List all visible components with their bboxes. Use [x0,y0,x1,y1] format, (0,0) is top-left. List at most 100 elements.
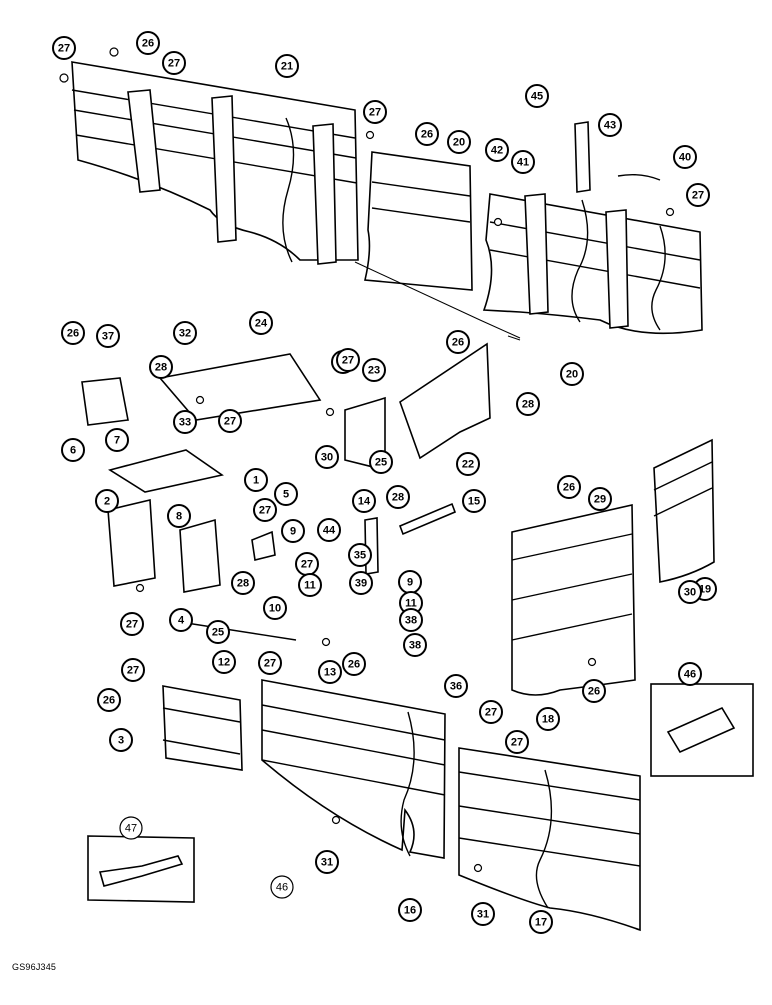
callout-28: 28 [231,571,255,595]
callout-label: 23 [368,365,380,377]
callout-label: 20 [453,137,465,149]
callout-27: 27 [121,658,145,682]
callout-6: 6 [61,438,85,462]
callout-label: 20 [566,369,578,381]
callout-12: 12 [212,650,236,674]
callout-label: 37 [102,331,114,343]
callout-31: 31 [315,850,339,874]
callout-label: 17 [535,917,547,929]
fasteners [59,47,675,873]
callout-1: 1 [244,468,268,492]
callout-20: 20 [560,362,584,386]
callout-label: 30 [684,587,696,599]
callout-label: 27 [127,665,139,677]
callout-28: 28 [516,392,540,416]
callout-label: 26 [588,686,600,698]
lower-assembly [87,679,641,932]
callout-label: 27 [511,737,523,749]
callout-label: 33 [179,417,191,429]
callout-27: 27 [162,51,186,75]
callout-31: 31 [471,902,495,926]
callout-label: 14 [358,496,371,508]
callout-label: 26 [452,337,464,349]
callout-38: 38 [399,608,423,632]
callout-44: 44 [317,518,341,542]
callout-label: 32 [179,328,191,340]
callout-23: 23 [362,358,386,382]
top-panel-assembly [71,61,703,341]
callout-8: 8 [167,504,191,528]
callout-label: 27 [58,43,70,55]
callout-label: 16 [404,905,416,917]
callout-38: 38 [403,633,427,657]
callout-label: 30 [321,452,333,464]
callout-33: 33 [173,410,197,434]
callout-37: 37 [96,324,120,348]
callout-9: 9 [281,519,305,543]
callout-label: 21 [281,61,293,73]
callout-9: 9 [398,570,422,594]
callout-11: 11 [298,573,322,597]
callout-40: 40 [673,145,697,169]
callout-26: 26 [582,679,606,703]
callout-label: 35 [354,550,366,562]
callout-14: 14 [352,489,376,513]
callout-label: 24 [255,318,268,330]
callout-label: 6 [70,445,76,457]
callout-26: 26 [136,31,160,55]
callout-label: 27 [168,58,180,70]
callout-43: 43 [598,113,622,137]
callout-26: 26 [342,652,366,676]
callout-26: 26 [557,475,581,499]
callout-label: 42 [491,145,503,157]
callout-label: 1 [253,475,259,487]
callout-label: 9 [290,526,296,538]
callout-label: 45 [531,91,543,103]
callout-25: 25 [206,620,230,644]
callout-46: 46 [678,662,702,686]
callout-label: 27 [301,559,313,571]
callout-label: 41 [517,157,529,169]
callout-27: 27 [686,183,710,207]
callout-label: 12 [218,657,230,669]
callout-label: 7 [114,435,120,447]
callout-4: 4 [169,608,193,632]
callout-label: 8 [176,511,182,523]
callout-15: 15 [462,489,486,513]
callout-label: 44 [323,525,336,537]
callout-label: 5 [283,489,289,501]
callout-label: 36 [450,681,462,693]
callout-32: 32 [173,321,197,345]
callout-label: 31 [477,909,489,921]
callout-label: 43 [604,120,616,132]
callout-27: 27 [120,612,144,636]
callout-label: 10 [269,603,281,615]
callout-26: 26 [446,330,470,354]
callout-label: 27 [369,107,381,119]
callout-24: 24 [249,311,273,335]
callout-30: 30 [315,445,339,469]
callout-label: 28 [392,492,404,504]
middle-assembly [81,342,754,777]
callout-26: 26 [415,122,439,146]
callout-label: 27 [126,619,138,631]
callout-label: 28 [237,578,249,590]
callout-layer: 2726272127262045434241402720263732242834… [52,31,717,934]
callout-label: 11 [304,580,316,592]
callout-3: 3 [109,728,133,752]
callout-label: 13 [324,667,336,679]
callout-7: 7 [105,428,129,452]
callout-29: 29 [588,487,612,511]
callout-label: 26 [103,695,115,707]
callout-27: 27 [218,409,242,433]
drawing-code: GS96J345 [12,962,57,972]
callout-label: 11 [405,598,417,610]
callout-2: 2 [95,489,119,513]
callout-label: 27 [485,707,497,719]
callout-47: 47 [119,816,143,840]
callout-45: 45 [525,84,549,108]
callout-26: 26 [61,321,85,345]
callout-16: 16 [398,898,422,922]
